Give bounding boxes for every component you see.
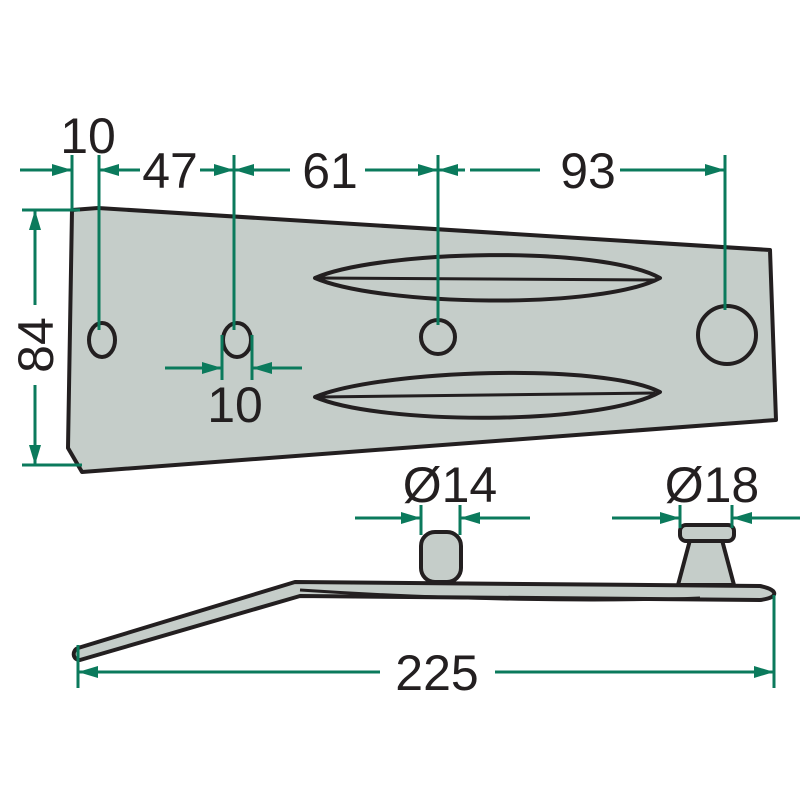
dimension-lines — [20, 155, 800, 688]
hole-4 — [696, 304, 758, 366]
dim-label-pin-18: Ø18 — [665, 457, 760, 513]
plate-top-view — [66, 206, 778, 474]
pin-small — [419, 530, 463, 584]
hole-1 — [87, 321, 117, 359]
dim-label-61: 61 — [302, 143, 358, 199]
hole-3 — [419, 318, 457, 356]
pin-large — [676, 538, 736, 587]
dim-label-10-edge: 10 — [60, 108, 116, 164]
dim-label-47: 47 — [142, 143, 198, 199]
hole-2 — [221, 321, 253, 359]
dim-label-hole-10: 10 — [207, 377, 263, 433]
dim-label-93: 93 — [560, 143, 616, 199]
plate-side-view — [71, 523, 777, 662]
dim-label-225: 225 — [395, 645, 478, 701]
dim-label-pin-14: Ø14 — [403, 457, 498, 513]
dim-label-84: 84 — [8, 317, 64, 373]
